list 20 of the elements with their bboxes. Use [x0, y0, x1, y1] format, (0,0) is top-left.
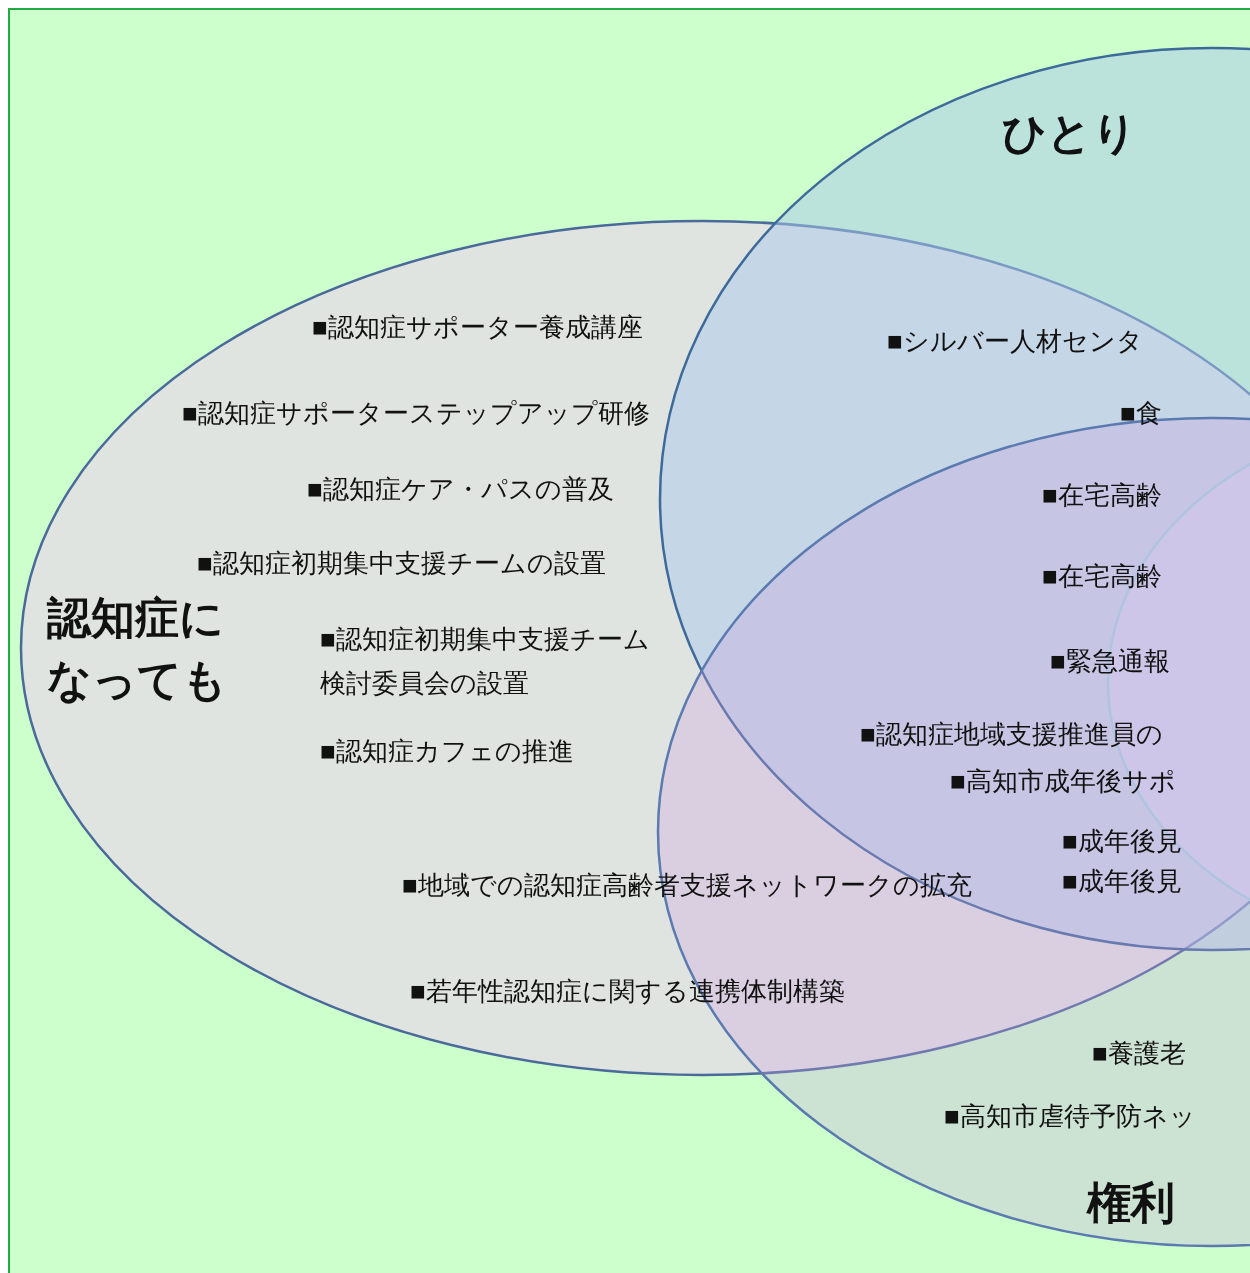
item-text: ■在宅高齢: [1042, 480, 1162, 512]
set-heading: ひとり: [1002, 106, 1138, 160]
item-text: ■在宅高齢: [1042, 561, 1162, 593]
item-text: ■養護老: [1092, 1038, 1186, 1070]
set-heading: 権利: [1087, 1176, 1176, 1230]
item-text: ■高知市成年後サポ: [950, 766, 1176, 798]
item-text: ■成年後見: [1062, 866, 1182, 898]
item-text: ■認知症カフェの推進: [320, 736, 574, 768]
item-text: ■認知症ケア・パスの普及: [307, 474, 614, 506]
item-text: ■認知症初期集中支援チーム検討委員会の設置: [320, 624, 651, 700]
item-text: ■認知症サポーターステップアップ研修: [182, 398, 650, 430]
item-text: ■高知市虐待予防ネッ: [944, 1101, 1196, 1133]
item-text: ■緊急通報: [1050, 646, 1170, 678]
item-text: ■シルバー人材センタ: [887, 326, 1143, 358]
set-heading: 認知症になっても: [47, 591, 228, 707]
item-text: ■認知症サポーター養成講座: [312, 312, 643, 344]
item-text: ■食: [1120, 398, 1162, 430]
item-text: ■認知症初期集中支援チームの設置: [197, 548, 606, 580]
item-text: ■認知症地域支援推進員の: [860, 719, 1163, 751]
item-text: ■成年後見: [1062, 826, 1182, 858]
